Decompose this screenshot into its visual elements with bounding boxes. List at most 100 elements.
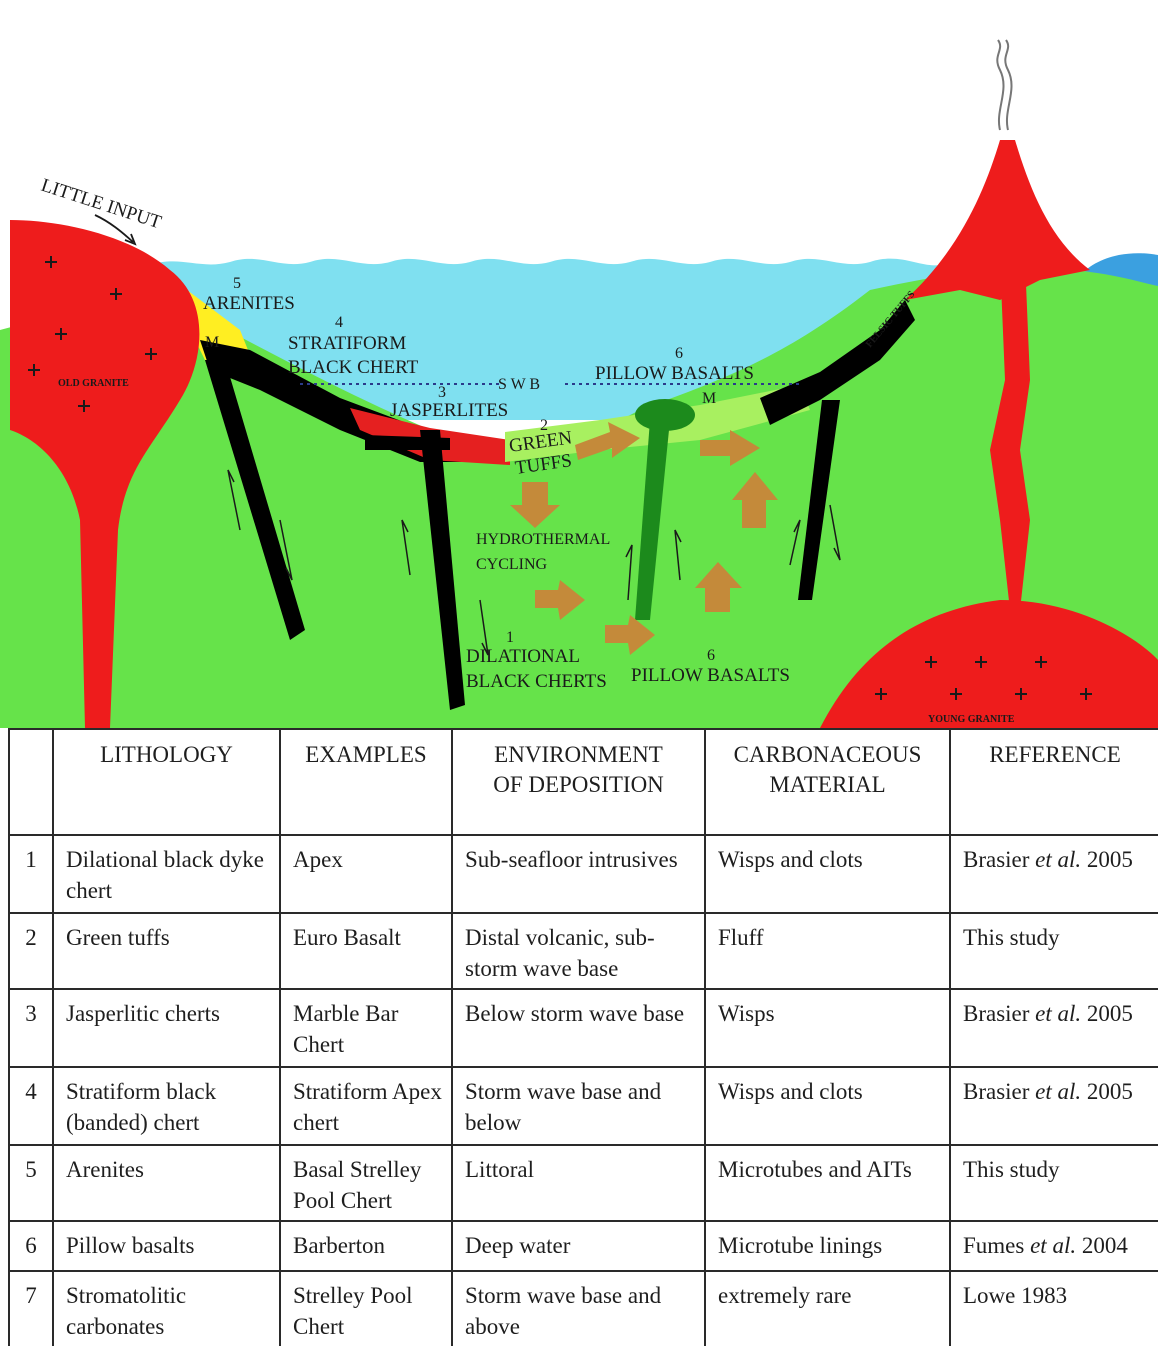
reference-year: 2005 <box>1081 1079 1133 1104</box>
row-lithology: Jasperlitic cherts <box>52 988 281 1068</box>
dilational-number: 1 <box>506 629 514 646</box>
reference-year: 2004 <box>1076 1233 1128 1258</box>
row-lithology: Dilational black dyke chert <box>52 834 281 914</box>
chert-dyke-right <box>798 400 840 600</box>
header-environment: ENVIRONMENT OF DEPOSITION <box>451 728 706 836</box>
row-material: extremely rare <box>704 1270 951 1346</box>
arenites-label: ARENITES <box>203 293 295 314</box>
table-row: 7 Stromatolitic carbonates Strelley Pool… <box>8 1270 1158 1346</box>
row-environment: Littoral <box>451 1144 706 1222</box>
reference-year: 2005 <box>1081 1001 1133 1026</box>
stratiform-label-1: STRATIFORM <box>288 333 406 354</box>
header-lithology: LITHOLOGY <box>52 728 281 836</box>
row-examples: Euro Basalt <box>279 912 453 990</box>
dilational-label-2: BLACK CHERTS <box>466 671 607 692</box>
row-examples: Strelley Pool Chert <box>279 1270 453 1346</box>
header-reference: REFERENCE <box>949 728 1158 836</box>
mineral-marker-left: M <box>205 334 219 351</box>
table-row: 1 Dilational black dyke chert Apex Sub-s… <box>8 834 1158 914</box>
row-number: 7 <box>8 1270 54 1346</box>
row-number: 2 <box>8 912 54 990</box>
hydrothermal-label-1: HYDROTHERMAL <box>476 531 610 548</box>
reference-author: Brasier <box>963 1079 1036 1104</box>
row-environment: Distal volcanic, sub-storm wave base <box>451 912 706 990</box>
row-number: 1 <box>8 834 54 914</box>
row-environment: Storm wave base and below <box>451 1066 706 1146</box>
reference-etal: et al. <box>1035 1001 1082 1026</box>
table-row: 2 Green tuffs Euro Basalt Distal volcani… <box>8 912 1158 990</box>
row-reference: Brasier et al. 2005 <box>949 834 1158 914</box>
reference-author: This study <box>963 1157 1060 1182</box>
reference-author: Fumes <box>963 1233 1031 1258</box>
header-environment-line1: ENVIRONMENT <box>494 742 663 767</box>
stratiform-number: 4 <box>335 314 343 331</box>
volcano-cone <box>905 140 1090 300</box>
row-environment: Deep water <box>451 1220 706 1272</box>
table-row: 5 Arenites Basal Strelley Pool Chert Lit… <box>8 1144 1158 1222</box>
row-lithology: Stratiform black (banded) chert <box>52 1066 281 1146</box>
jasperlites-number: 3 <box>438 384 446 401</box>
old-granite-label: OLD GRANITE <box>58 378 129 389</box>
fault-arrows <box>227 469 841 656</box>
row-reference: This study <box>949 1144 1158 1222</box>
lithology-table-wrapper: LITHOLOGY EXAMPLES ENVIRONMENT OF DEPOSI… <box>8 728 1158 1346</box>
lithology-table: LITHOLOGY EXAMPLES ENVIRONMENT OF DEPOSI… <box>8 728 1158 1346</box>
reference-author: Brasier <box>963 1001 1036 1026</box>
row-reference: Lowe 1983 <box>949 1270 1158 1346</box>
young-granite <box>820 600 1158 728</box>
pillow-basalt-mound <box>635 399 695 431</box>
row-reference: This study <box>949 912 1158 990</box>
row-material: Microtube linings <box>704 1220 951 1272</box>
reference-etal: et al. <box>1035 1079 1082 1104</box>
hydrothermal-arrows <box>510 422 778 655</box>
header-environment-line2: OF DEPOSITION <box>493 772 664 797</box>
reference-etal: et al. <box>1035 847 1082 872</box>
row-examples: Stratiform Apex chert <box>279 1066 453 1146</box>
volcano-conduit <box>990 260 1030 610</box>
row-reference: Brasier et al. 2005 <box>949 988 1158 1068</box>
row-number: 4 <box>8 1066 54 1146</box>
swb-label: S W B <box>498 376 540 393</box>
row-material: Wisps and clots <box>704 1066 951 1146</box>
row-number: 5 <box>8 1144 54 1222</box>
mineral-marker-right: M <box>702 390 716 407</box>
row-lithology: Stromatolitic carbonates <box>52 1270 281 1346</box>
row-number: 6 <box>8 1220 54 1272</box>
pillow-feeder-dyke <box>635 420 670 620</box>
row-examples: Apex <box>279 834 453 914</box>
hydrothermal-label-2: CYCLING <box>476 556 548 573</box>
volcano-smoke <box>996 39 1013 131</box>
reference-year: 2005 <box>1081 847 1133 872</box>
row-examples: Marble Bar Chert <box>279 988 453 1068</box>
depositional-environment-diagram: LITTLE INPUT OLD GRANITE YOUNG GRANITE F… <box>0 39 1158 728</box>
header-carbonaceous-line1: CARBONACEOUS <box>733 742 922 767</box>
header-examples: EXAMPLES <box>279 728 453 836</box>
row-material: Microtubes and AITs <box>704 1144 951 1222</box>
row-environment: Storm wave base and above <box>451 1270 706 1346</box>
row-lithology: Pillow basalts <box>52 1220 281 1272</box>
chert-dyke-center <box>420 430 465 710</box>
chert-sill <box>365 435 450 450</box>
reference-author: Brasier <box>963 847 1036 872</box>
table-header-row: LITHOLOGY EXAMPLES ENVIRONMENT OF DEPOSI… <box>8 728 1158 836</box>
jasperlites-label: JASPERLITES <box>390 400 508 421</box>
pillow-basalts-top-number: 6 <box>675 345 683 362</box>
right-chert-layer <box>760 300 915 425</box>
pillow-basalts-bottom-number: 6 <box>707 647 715 664</box>
granite-crosses <box>28 256 1092 700</box>
row-examples: Basal Strelley Pool Chert <box>279 1144 453 1222</box>
table-row: 4 Stratiform black (banded) chert Strati… <box>8 1066 1158 1146</box>
row-material: Wisps and clots <box>704 834 951 914</box>
row-reference: Brasier et al. 2005 <box>949 1066 1158 1146</box>
row-environment: Below storm wave base <box>451 988 706 1068</box>
row-examples: Barberton <box>279 1220 453 1272</box>
row-environment: Sub-seafloor intrusives <box>451 834 706 914</box>
row-material: Fluff <box>704 912 951 990</box>
stratiform-label-2: BLACK CHERT <box>288 357 419 378</box>
table-row: 3 Jasperlitic cherts Marble Bar Chert Be… <box>8 988 1158 1068</box>
young-granite-label: YOUNG GRANITE <box>928 714 1015 725</box>
arenites-number: 5 <box>233 275 241 292</box>
input-arrow <box>94 214 137 246</box>
old-granite <box>10 220 200 728</box>
pillow-basalts-bottom-label: PILLOW BASALTS <box>631 665 790 686</box>
